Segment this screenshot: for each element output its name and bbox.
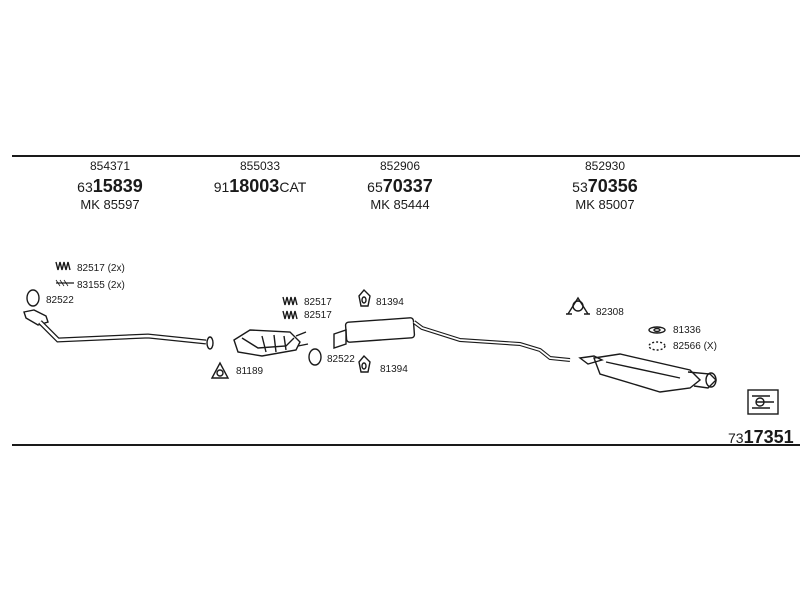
part-label: 81394: [380, 364, 408, 375]
manufacturer-logo: [747, 389, 779, 415]
column-ref: 855033: [239, 159, 281, 173]
column-front-pipe: 854371 6315839 MK 85597: [30, 159, 190, 213]
column-catalyst: 855033 9118003CAT: [180, 159, 340, 196]
gasket-icon: [648, 326, 666, 334]
part-label: 82308: [596, 307, 624, 318]
column-code: 6315839: [77, 175, 143, 196]
bottom-divider: [12, 444, 800, 446]
column-code: 9118003CAT: [213, 175, 307, 196]
ring-icon: [26, 289, 40, 307]
column-ref: 852930: [584, 159, 626, 173]
spring-icon: [282, 296, 298, 320]
hanger-icon: [358, 288, 371, 307]
column-ref: 852906: [379, 159, 421, 173]
part-label: 81336: [673, 325, 701, 336]
hanger-icon: [358, 354, 371, 373]
column-mk: MK 85444: [370, 197, 430, 213]
part-label: 81394: [376, 297, 404, 308]
part-label: 82517: [304, 297, 332, 308]
part-label: 82517: [304, 310, 332, 321]
part-label: 83155 (2x): [77, 280, 125, 291]
clamp-icon: [566, 296, 590, 315]
kit-number: 7317351: [728, 427, 794, 447]
bolt-icon: [55, 279, 74, 287]
ring-icon: [648, 341, 666, 351]
middle-silencer: [333, 317, 571, 362]
spring-icon: [55, 261, 71, 271]
part-label: 82566 (X): [673, 341, 717, 352]
column-middle-silencer: 852906 6570337 MK 85444: [320, 159, 480, 213]
column-mk: MK 85597: [80, 197, 140, 213]
part-label: 82522: [46, 295, 74, 306]
part-label: 82517 (2x): [77, 263, 125, 274]
catalytic-converter: [233, 329, 309, 357]
column-rear-silencer: 852930 5370356 MK 85007: [525, 159, 685, 213]
part-label: 82522: [327, 354, 355, 365]
column-ref: 854371: [89, 159, 131, 173]
rear-silencer: [578, 353, 717, 393]
front-pipe: [23, 309, 214, 350]
column-code: 5370356: [572, 175, 638, 196]
part-label: 81189: [236, 366, 264, 377]
column-code: 6570337: [367, 175, 433, 196]
top-divider: [12, 155, 800, 157]
ring-icon: [308, 348, 322, 366]
gasket-icon: [210, 361, 230, 379]
column-mk: MK 85007: [575, 197, 635, 213]
